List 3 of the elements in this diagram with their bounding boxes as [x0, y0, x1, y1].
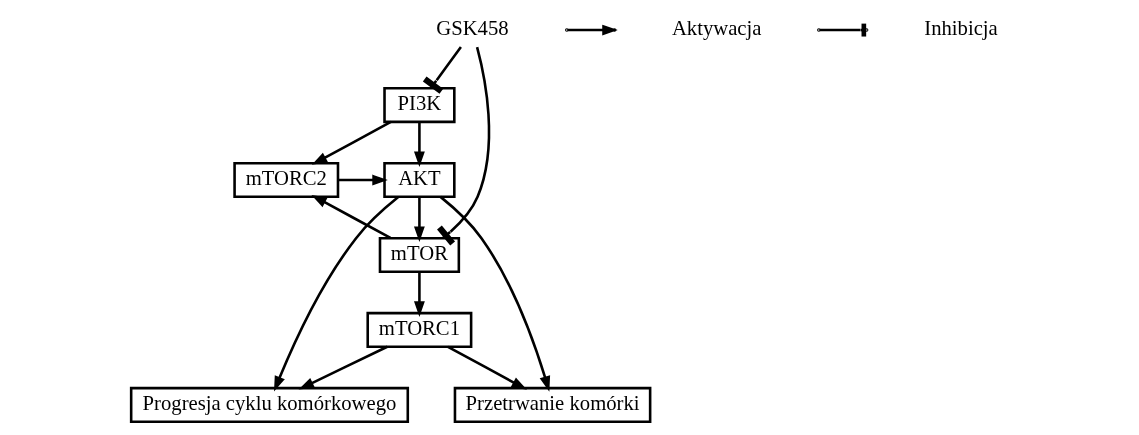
legend-label: Aktywacja — [671, 16, 761, 39]
node-text: GSK458 — [435, 16, 509, 39]
legend-label: Inhibicja — [923, 16, 998, 39]
